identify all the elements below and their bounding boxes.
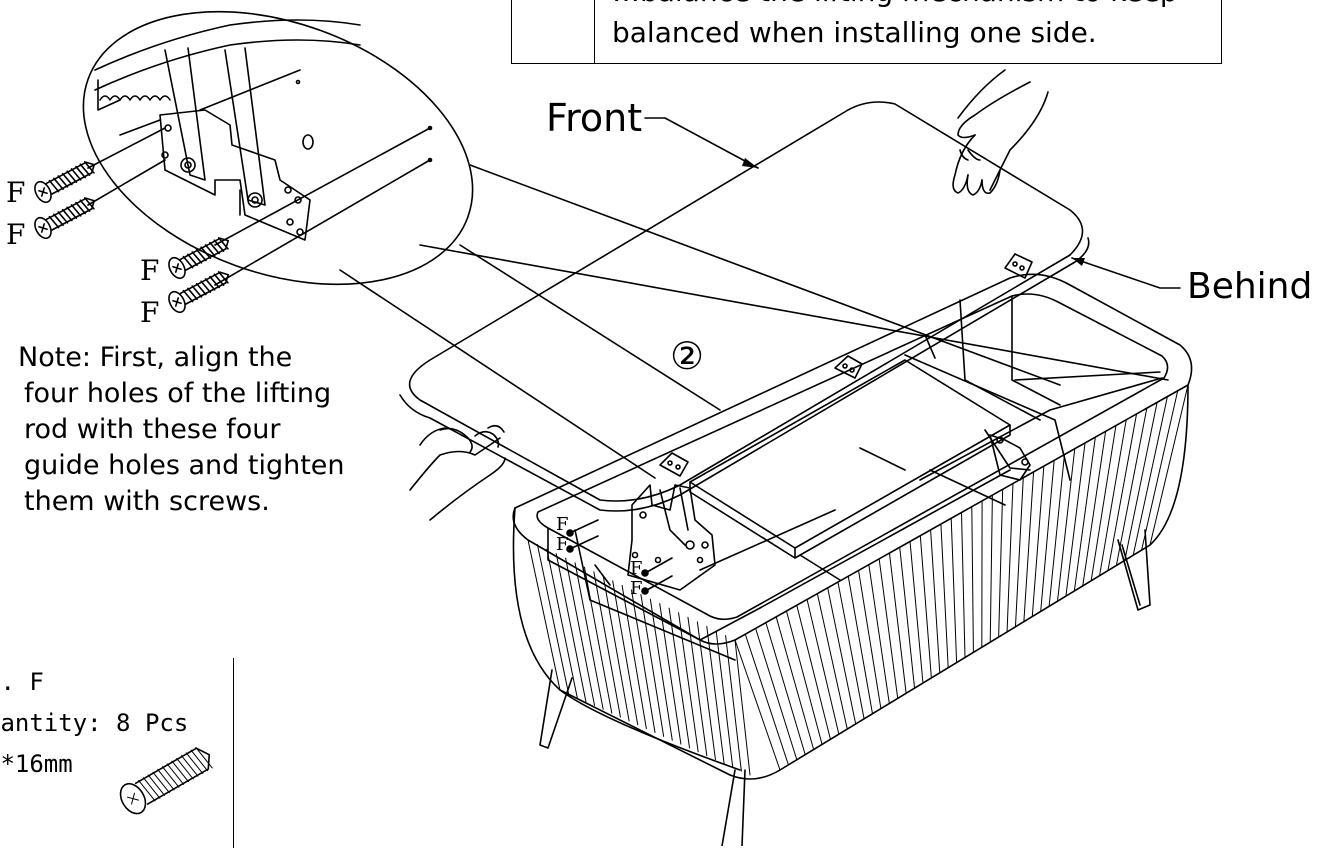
spec-divider: [233, 658, 234, 848]
flute-line: [594, 572, 621, 717]
behind-label: Behind: [1187, 266, 1312, 307]
flute-line: [756, 628, 797, 759]
screw-label-f-6: F: [556, 534, 569, 555]
flute-line: [716, 631, 733, 767]
flute-line: [1142, 391, 1178, 550]
flute-line: [584, 567, 611, 713]
flute-line: [603, 576, 629, 721]
lifting-mechanism-back: [985, 430, 1030, 480]
note-line-3: rod with these four: [18, 412, 345, 448]
assembly-note: Note: First, align the four holes of the…: [18, 340, 345, 520]
flute-line: [941, 524, 948, 668]
flute-line: [1024, 472, 1034, 622]
flute-line: [962, 513, 966, 658]
screw-label-f-2: F: [6, 218, 25, 251]
flute-line: [745, 634, 788, 765]
flute-line: [766, 623, 805, 755]
note-line-4: guide holes and tighten: [18, 448, 345, 484]
note-line-5: them with screws.: [18, 484, 345, 520]
screw-label-f-5: F: [556, 514, 569, 535]
flute-line: [776, 617, 813, 750]
flute-line: [1074, 437, 1095, 591]
front-label: Front: [546, 96, 642, 140]
screw-label-f-3: F: [140, 254, 159, 287]
flute-line: [1133, 397, 1167, 556]
warning-table: …balance the lifting mechanism to keep b…: [511, 0, 1222, 64]
hand-icon-top: [953, 70, 1048, 195]
warning-divider: [594, 0, 595, 63]
flute-line: [1007, 484, 1013, 632]
fluted-panel-side: [735, 385, 1188, 770]
flute-line: [879, 559, 898, 699]
flute-line: [920, 536, 931, 678]
warning-line-2: balanced when installing one side.: [612, 12, 1212, 53]
flute-line: [575, 563, 603, 710]
parts-spec: o. F uantity: 8 Pcs 4*16mm: [0, 662, 188, 785]
screw-icon: [32, 191, 100, 241]
screw-label-f-1: F: [6, 176, 25, 209]
flute-line: [1066, 443, 1085, 596]
flute-line: [537, 545, 568, 694]
flute-line: [972, 507, 974, 653]
leader-lines: [645, 118, 1180, 288]
screw-label-f-4: F: [140, 296, 159, 329]
flute-line: [889, 553, 906, 693]
flute-line: [1058, 449, 1075, 602]
flute-line: [1116, 408, 1146, 565]
note-line-2: four holes of the lifting: [18, 376, 345, 412]
flute-line: [951, 518, 956, 662]
front-arrow-head: [742, 158, 758, 168]
flute-line: [999, 489, 1003, 637]
flute-line: [869, 565, 889, 704]
flute-line: [707, 626, 724, 763]
flute-line: [786, 611, 822, 744]
flute-line: [931, 530, 940, 673]
flute-line: [528, 540, 560, 690]
flute-line: [990, 495, 992, 642]
flute-line: [859, 570, 881, 708]
flute-line: [838, 582, 864, 719]
flute-line: [726, 635, 742, 771]
screw-label-f-8: F: [630, 578, 643, 599]
flute-line: [848, 576, 872, 714]
screw-label-f-7: F: [630, 558, 643, 579]
flute-line: [1015, 478, 1023, 627]
spec-size: 4*16mm: [0, 744, 188, 785]
note-line-1: Note: First, align the: [18, 340, 345, 376]
flute-line: [1049, 455, 1064, 607]
cabinet-body: [513, 274, 1191, 779]
step-number: ②: [670, 334, 704, 378]
spec-part-no: o. F: [0, 662, 188, 703]
warning-text: …balance the lifting mechanism to keep b…: [612, 0, 1212, 53]
spec-quantity: uantity: 8 Pcs: [0, 703, 188, 744]
screw-icon: [32, 155, 100, 205]
warning-line-1: …balance the lifting mechanism to keep: [612, 0, 1212, 12]
